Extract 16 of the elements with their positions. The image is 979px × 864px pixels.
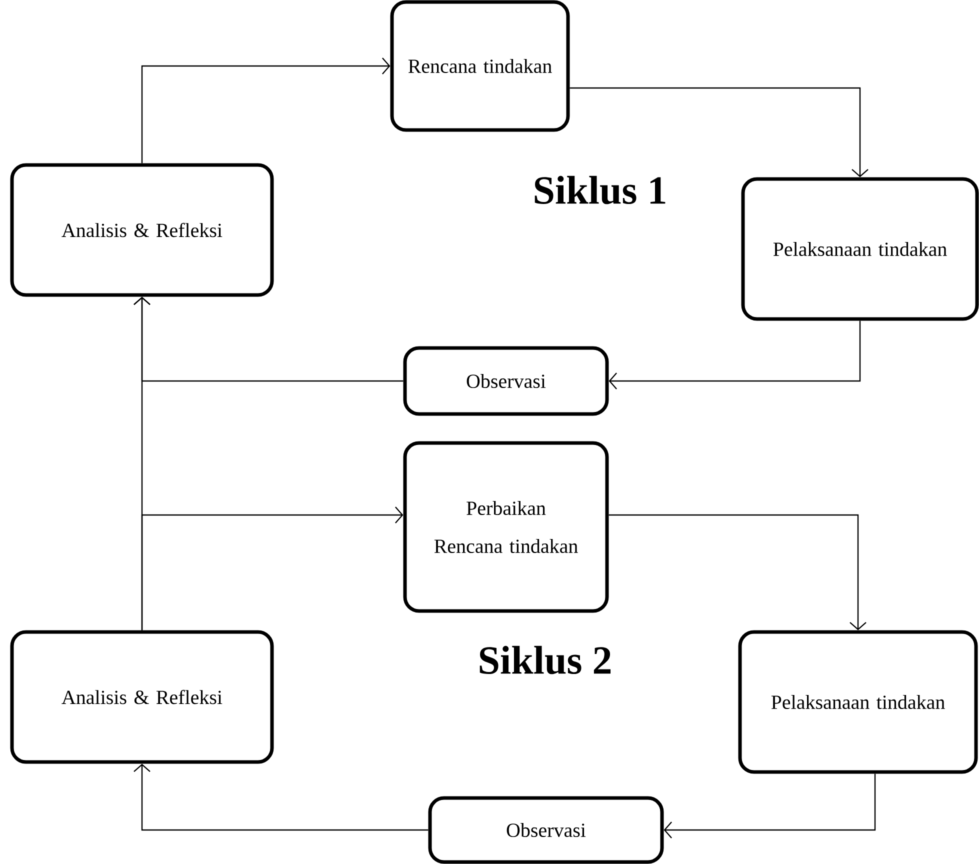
arrow	[134, 764, 428, 831]
process-box: Rencana tindakan	[390, 0, 570, 132]
arrow	[664, 774, 876, 838]
process-box: Pelaksanaan tindakan	[741, 177, 979, 321]
arrow	[570, 87, 868, 178]
process-box: Perbaikan Rencana tindakan	[403, 441, 609, 613]
arrow	[608, 320, 861, 390]
cycle-heading: Siklus 1	[534, 176, 666, 204]
arrow	[608, 514, 866, 630]
process-box: Analisis & Refleksi	[10, 630, 274, 764]
arrow	[141, 58, 390, 164]
process-box: Observasi	[428, 796, 664, 864]
process-box: Pelaksanaan tindakan	[738, 630, 978, 774]
arrow	[141, 506, 404, 630]
process-box: Analisis & Refleksi	[10, 163, 274, 297]
process-box: Observasi	[403, 346, 609, 416]
